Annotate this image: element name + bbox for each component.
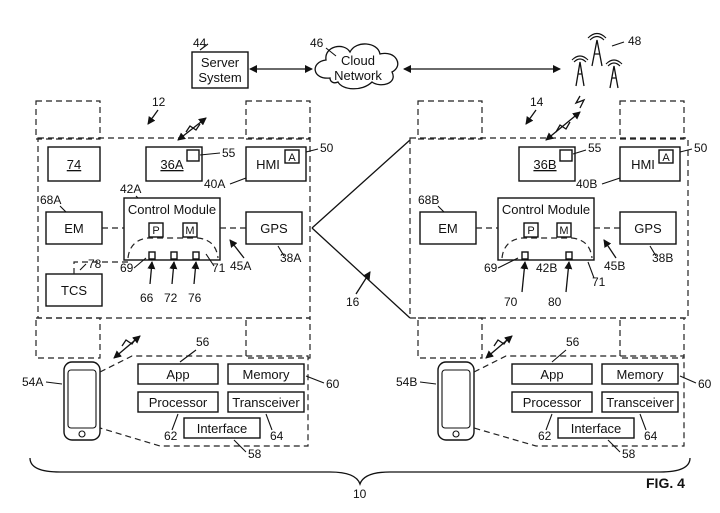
transceiver-b-label: Transceiver (606, 395, 674, 410)
ref-56a: 56 (196, 335, 210, 349)
ref-68b: 68B (418, 193, 439, 207)
ref-58b: 58 (622, 447, 636, 461)
ref-40a: 40A (204, 177, 225, 191)
mobile-device-b: 54B 56 App Memory 60 Processor Transceiv… (396, 335, 712, 461)
ref-66: 66 (140, 291, 154, 305)
ref-69b: 69 (484, 261, 498, 275)
box-36b-label: 36B (533, 157, 556, 172)
ref-55b: 55 (588, 141, 602, 155)
server-ref: 44 (193, 36, 207, 50)
ref-68a: 68A (40, 193, 61, 207)
ref-80: 80 (548, 295, 562, 309)
v2v-link: 16 (311, 139, 411, 319)
em-b-label: EM (438, 221, 458, 236)
vehicle-a-ref: 12 (152, 95, 166, 109)
gps-a-label: GPS (260, 221, 288, 236)
tower-signal-icon (574, 95, 586, 109)
cloud-ref: 46 (310, 36, 324, 50)
gps-b-label: GPS (634, 221, 662, 236)
server-label-1: Server (201, 55, 240, 70)
server-system: Server System 44 (191, 36, 249, 89)
ref-70: 70 (504, 295, 518, 309)
ref-50b: 50 (694, 141, 708, 155)
box-36a-label: 36A (160, 157, 183, 172)
memory-a-label: Memory (243, 367, 290, 382)
ref-38a: 38A (280, 251, 301, 265)
m-b-label: M (559, 225, 568, 237)
server-label-2: System (198, 70, 241, 85)
vehicle-b: 14 36B 55 A HMI 50 40B 68B EM Control Mo… (409, 95, 708, 359)
ref-60b: 60 (698, 377, 712, 391)
hmi-b-badge: A (662, 152, 670, 164)
m-a-label: M (185, 225, 194, 237)
ref-40b: 40B (576, 177, 597, 191)
ref-50a: 50 (320, 141, 334, 155)
cloud-label-2: Network (334, 68, 382, 83)
mobile-device-a: 54A 56 App Memory 60 Processor Transceiv… (22, 335, 340, 461)
ref-71a: 71 (212, 261, 226, 275)
ref-45b: 45B (604, 259, 625, 273)
ref-64b: 64 (644, 429, 658, 443)
link-ref: 16 (346, 295, 360, 309)
interface-a-label: Interface (197, 421, 248, 436)
hmi-a-label: HMI (256, 157, 280, 172)
device-a-ref: 54A (22, 375, 43, 389)
ref-71b: 71 (592, 275, 606, 289)
p-a-label: P (152, 225, 159, 237)
p-b-label: P (527, 225, 534, 237)
ref-42a: 42A (120, 182, 141, 196)
phone-b-icon (437, 361, 475, 441)
control-module-b-label: Control Module (502, 202, 590, 217)
hmi-a-badge: A (288, 152, 296, 164)
box-74-label: 74 (67, 157, 81, 172)
ref-55a: 55 (222, 146, 236, 160)
interface-b-label: Interface (571, 421, 622, 436)
ref-56b: 56 (566, 335, 580, 349)
system-ref: 10 (353, 487, 367, 501)
memory-b-label: Memory (617, 367, 664, 382)
ref-58a: 58 (248, 447, 262, 461)
vehicle-a: 12 74 36A 55 A HMI 50 40A 68A 42A EM Con… (35, 95, 334, 359)
cloud-network: Cloud Network 46 (310, 36, 399, 90)
phone-a-icon (63, 361, 101, 441)
ref-76: 76 (188, 291, 202, 305)
app-a-label: App (166, 367, 189, 382)
device-b-ref: 54B (396, 375, 417, 389)
processor-b-label: Processor (523, 395, 582, 410)
figure-label: FIG. 4 (646, 475, 685, 491)
ref-64a: 64 (270, 429, 284, 443)
tcs-label: TCS (61, 283, 87, 298)
ref-78: 78 (88, 257, 102, 271)
ref-62b: 62 (538, 429, 552, 443)
cloud-label-1: Cloud (341, 53, 375, 68)
ref-60a: 60 (326, 377, 340, 391)
app-b-label: App (540, 367, 563, 382)
towers-ref: 48 (628, 34, 642, 48)
vehicle-b-ref: 14 (530, 95, 544, 109)
control-module-a-label: Control Module (128, 202, 216, 217)
ref-38b: 38B (652, 251, 673, 265)
processor-a-label: Processor (149, 395, 208, 410)
em-a-label: EM (64, 221, 84, 236)
cell-towers-icon: 48 (571, 32, 642, 89)
transceiver-a-label: Transceiver (232, 395, 300, 410)
ref-69a: 69 (120, 261, 134, 275)
system-brace (29, 457, 691, 487)
hmi-b-label: HMI (631, 157, 655, 172)
ref-72: 72 (164, 291, 178, 305)
ref-62a: 62 (164, 429, 178, 443)
ref-42b: 42B (536, 261, 557, 275)
ref-45a: 45A (230, 259, 251, 273)
